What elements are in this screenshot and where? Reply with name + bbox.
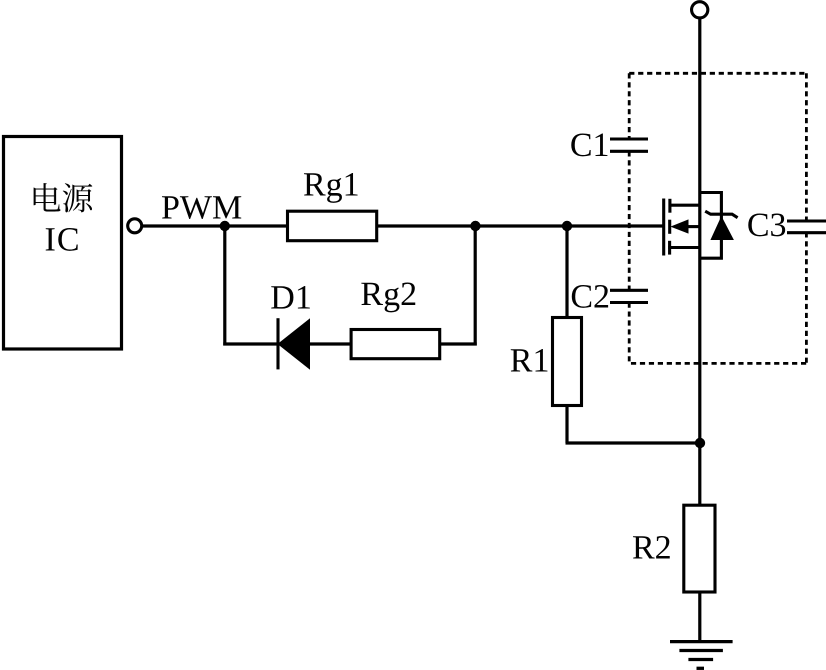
svg-text:C1: C1 (570, 127, 610, 164)
svg-text:Rg1: Rg1 (303, 167, 360, 204)
svg-text:PWM: PWM (161, 189, 242, 226)
svg-text:C2: C2 (570, 279, 610, 316)
svg-text:R1: R1 (510, 343, 550, 380)
svg-text:D1: D1 (270, 279, 312, 316)
svg-text:C3: C3 (747, 207, 787, 244)
svg-text:R2: R2 (632, 530, 672, 567)
svg-text:IC: IC (45, 222, 81, 259)
svg-text:Rg2: Rg2 (360, 276, 417, 313)
